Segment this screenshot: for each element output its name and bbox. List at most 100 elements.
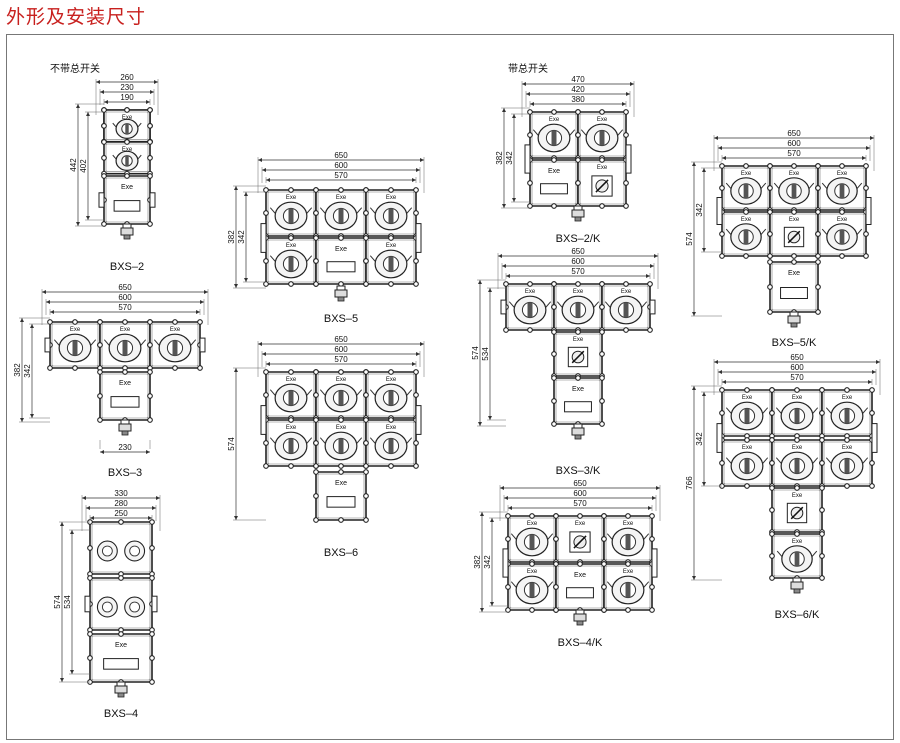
window-icon <box>103 658 139 670</box>
dimension-label: 470 <box>571 75 585 84</box>
window-icon <box>564 401 592 413</box>
dimension-label: 382 <box>495 151 504 165</box>
exe-label: Exe <box>335 480 347 487</box>
exe-label: Exe <box>597 117 608 123</box>
dimension-label: 600 <box>334 161 348 170</box>
dimension-label: 402 <box>79 159 88 173</box>
cable-gland <box>120 227 134 236</box>
exe-label: Exe <box>792 395 803 401</box>
dimension-label: 250 <box>114 509 128 518</box>
dimension-label: 342 <box>505 151 514 165</box>
exe-label: Exe <box>572 386 584 393</box>
cable-gland <box>571 209 585 218</box>
exe-label: Exe <box>789 217 800 223</box>
dimension-label: 342 <box>483 555 492 569</box>
exe-label: Exe <box>837 217 848 223</box>
model-name: BXS–4 <box>104 708 138 720</box>
exe-label: Exe <box>121 184 133 191</box>
exe-label: Exe <box>548 168 560 175</box>
exe-label: Exe <box>549 117 560 123</box>
exe-label: Exe <box>792 445 803 451</box>
dimension-label: 382 <box>13 363 22 377</box>
exe-label: Exe <box>170 327 181 333</box>
exe-label: Exe <box>842 395 853 401</box>
dimension-label: 600 <box>573 489 587 498</box>
exe-label: Exe <box>574 572 586 579</box>
dimension-label: 570 <box>790 373 804 382</box>
dimension-label: 342 <box>23 364 32 378</box>
exe-label: Exe <box>525 289 536 295</box>
exe-label: Exe <box>386 243 397 249</box>
exe-label: Exe <box>286 195 297 201</box>
cable-gland <box>573 613 587 622</box>
exe-label: Exe <box>742 395 753 401</box>
exe-label: Exe <box>386 425 397 431</box>
enclosure-cell <box>315 237 367 285</box>
exe-label: Exe <box>70 327 81 333</box>
dimension-label: 574 <box>227 437 236 451</box>
exe-label: Exe <box>788 270 800 277</box>
dimension-label: 280 <box>114 499 128 508</box>
exe-label: Exe <box>789 171 800 177</box>
exe-label: Exe <box>527 521 538 527</box>
dimension-label: 570 <box>787 149 801 158</box>
window-icon <box>113 200 141 212</box>
page-title: 外形及安装尺寸 <box>6 6 147 28</box>
dimension-label: 260 <box>120 73 134 82</box>
exe-label: Exe <box>119 380 131 387</box>
dimension-label: 766 <box>685 476 694 490</box>
dimension-label: 230 <box>118 443 132 452</box>
dimension-label: 650 <box>334 335 348 344</box>
exe-label: Exe <box>386 195 397 201</box>
dimension-label: 534 <box>63 595 72 609</box>
model-name: BXS–4/K <box>558 637 603 649</box>
dimension-label: 650 <box>118 283 132 292</box>
dimension-label: 534 <box>481 347 490 361</box>
window-icon <box>110 396 140 408</box>
model-name: BXS–6/K <box>775 609 820 621</box>
exe-label: Exe <box>621 289 632 295</box>
dimension-label: 650 <box>571 247 585 256</box>
dimension-label: 650 <box>787 129 801 138</box>
dimension-label: 342 <box>695 432 704 446</box>
model-name: BXS–5/K <box>772 337 817 349</box>
group-label-main-switch: 带总开关 <box>508 62 548 75</box>
exe-label: Exe <box>623 521 634 527</box>
model-name: BXS–3 <box>108 467 142 479</box>
dimension-label: 342 <box>237 230 246 244</box>
exe-label: Exe <box>623 569 634 575</box>
dimension-label: 570 <box>571 267 585 276</box>
exe-label: Exe <box>573 289 584 295</box>
exe-label: Exe <box>115 642 127 649</box>
cable-gland <box>787 315 801 324</box>
cable-gland <box>114 685 128 694</box>
cable-gland <box>790 581 804 590</box>
dimension-label: 190 <box>120 93 134 102</box>
exe-label: Exe <box>122 147 133 153</box>
group-label-no-main-switch: 不带总开关 <box>50 62 100 75</box>
window-icon <box>540 183 568 195</box>
dimension-label: 600 <box>787 139 801 148</box>
dimension-label: 574 <box>685 232 694 246</box>
exe-label: Exe <box>336 425 347 431</box>
dimension-label: 650 <box>334 151 348 160</box>
exe-label: Exe <box>122 115 133 121</box>
window-icon <box>326 496 356 508</box>
exe-label: Exe <box>741 171 752 177</box>
dimension-label: 442 <box>69 158 78 172</box>
exe-label: Exe <box>120 327 131 333</box>
dimension-label: 570 <box>118 303 132 312</box>
exe-label: Exe <box>527 569 538 575</box>
cable-gland <box>118 423 132 432</box>
exe-label: Exe <box>597 165 608 171</box>
dimension-label: 600 <box>790 363 804 372</box>
model-name: BXS–3/K <box>556 465 601 477</box>
dimension-label: 600 <box>118 293 132 302</box>
